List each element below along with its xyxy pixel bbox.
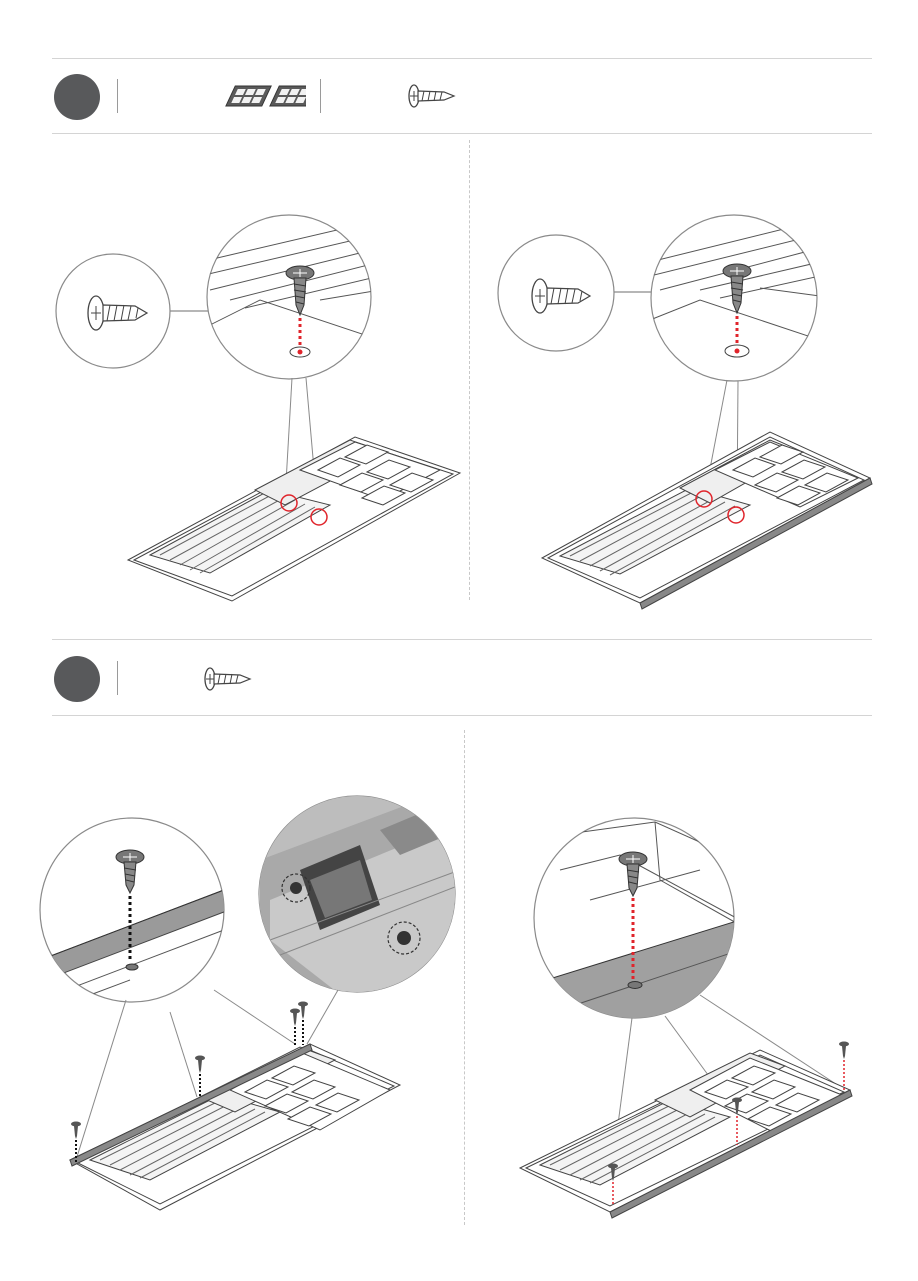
- step-1-separator-2: [320, 79, 321, 113]
- step-2-separator: [117, 661, 118, 695]
- zoom-circle: [207, 215, 371, 379]
- screw-icon: [200, 665, 254, 695]
- highlight-hole-1: [281, 495, 297, 511]
- screw-detail-icon: [88, 296, 147, 330]
- screw-icon: [404, 82, 458, 112]
- highlight-hole-2: [311, 509, 327, 525]
- step-2-top-divider: [52, 639, 872, 640]
- screw-in-zoom: [286, 266, 314, 315]
- step-1-separator: [117, 79, 118, 113]
- top-divider: [52, 58, 872, 59]
- screw-detail-circle: [56, 254, 170, 368]
- door-panel-1: [128, 437, 460, 601]
- step-1-number-badge: [54, 74, 100, 120]
- step-2-number-badge: [54, 656, 100, 702]
- step-2-panel-divider: [464, 730, 465, 1225]
- step-1-panel-divider: [469, 140, 470, 600]
- screws-drop: [71, 1002, 308, 1163]
- step-2-header-divider: [52, 715, 872, 716]
- window-insert-pair-icon: [206, 80, 306, 110]
- step-1-header-divider: [52, 133, 872, 134]
